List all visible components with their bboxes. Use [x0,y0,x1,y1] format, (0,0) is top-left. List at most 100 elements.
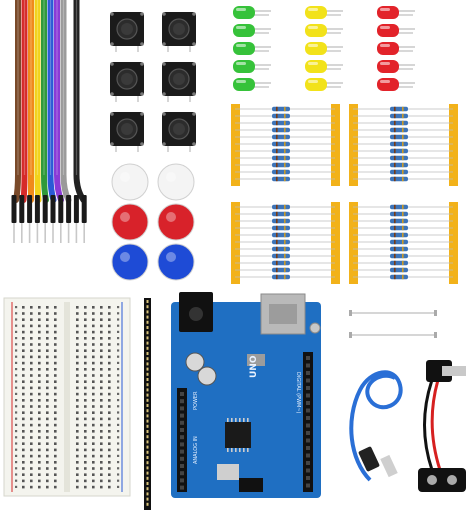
breadboard-hole [108,386,111,390]
breadboard-hole [76,386,79,390]
breadboard-hole [100,485,103,489]
breadboard-hole [54,430,57,433]
breadboard-hole [38,337,41,340]
breadboard-hole [22,411,25,414]
resistor-band [402,211,404,217]
header-pin [146,435,149,439]
breadboard-rail-hole [117,467,120,470]
breadboard-hole [92,361,95,365]
breadboard-hole [30,380,33,383]
breadboard-hole [76,467,79,470]
breadboard-hole [30,411,33,414]
breadboard-rail-hole [15,368,18,371]
led-body [233,42,255,55]
breadboard-rail-hole [117,479,120,482]
jumper-connector [50,195,56,223]
resistor-band [284,274,286,280]
resistor-body [272,134,290,140]
breadboard-hole [46,349,49,352]
breadboard-hole [100,386,103,390]
breadboard-hole [46,448,49,452]
breadboard-hole [30,368,33,371]
led-set [233,6,415,91]
breadboard-hole [22,442,25,445]
header-pin [146,450,149,454]
resistor-body [390,127,408,133]
resistor-band [284,162,286,168]
breadboard-hole [92,417,95,421]
led-shine [236,26,246,29]
digital-header-socket [306,431,310,435]
breadboard-hole [76,479,79,483]
breadboard-hole [100,442,103,445]
header-pin [146,372,149,376]
breadboard-hole [76,349,79,352]
breadboard-hole [108,411,111,414]
breadboard-hole [54,306,57,309]
resistor-band [402,169,404,175]
breadboard-rail-hole [15,467,18,470]
resistor-band [394,148,396,154]
button-plunger-top [173,73,185,85]
breadboard-hole [54,417,57,421]
resistor-band [284,204,286,210]
resistor-body [390,232,408,238]
resistor-band [402,232,404,238]
breadboard-hole [22,380,25,383]
resistor-tape [349,202,358,284]
breadboard-hole [30,467,33,470]
breadboard-hole [38,386,41,390]
breadboard-rail-hole [15,405,18,408]
breadboard-hole [54,399,57,402]
breadboard-hole [100,380,103,383]
breadboard-hole [22,392,25,396]
breadboard-hole [38,368,41,371]
breadboard-hole [54,343,57,346]
breadboard-hole [38,330,41,334]
resistor-body [272,106,290,112]
resistor-band [394,232,396,238]
header-pin [146,357,149,361]
breadboard-hole [38,405,41,408]
breadboard-rail-hole [15,355,18,358]
resistor-tape [231,202,240,284]
button-corner-dot [110,112,114,116]
breadboard-hole [38,343,41,346]
breadboard-hole [46,361,49,365]
pin-header-strip [144,298,151,510]
breadboard-hole [76,337,79,340]
header-pin [146,388,149,392]
breadboard-hole [84,467,87,470]
led-shine [308,80,318,83]
breadboard-hole [76,399,79,402]
breadboard-hole [100,448,103,452]
breadboard-hole [84,337,87,340]
resistor-band [402,204,404,210]
jumper-wire [73,0,87,203]
digital-header-socket [306,423,310,428]
power-analog-socket [180,449,184,454]
breadboard-hole [100,473,103,476]
resistor-body [272,246,290,252]
breadboard-hole [108,479,111,483]
jumper-connector [27,195,33,223]
resistor-band [284,246,286,252]
chip-pin [243,448,245,452]
resistor-strips [231,104,458,284]
breadboard-hole [30,479,33,483]
resistor-band [394,260,396,266]
breadboard-hole [38,312,41,315]
breadboard-hole [22,324,25,328]
led-shine [380,26,390,29]
battery-clip-9v [418,360,466,492]
breadboard-rail-hole [15,442,18,445]
breadboard-rail-hole [117,343,120,346]
breadboard-rail-hole [117,423,120,426]
resistor-band [394,169,396,175]
breadboard-hole [108,417,111,421]
breadboard-hole [100,423,103,427]
resistor-band [284,176,286,182]
digital-header-socket [306,378,310,383]
breadboard-hole [30,454,33,458]
resistor-band [276,253,278,259]
